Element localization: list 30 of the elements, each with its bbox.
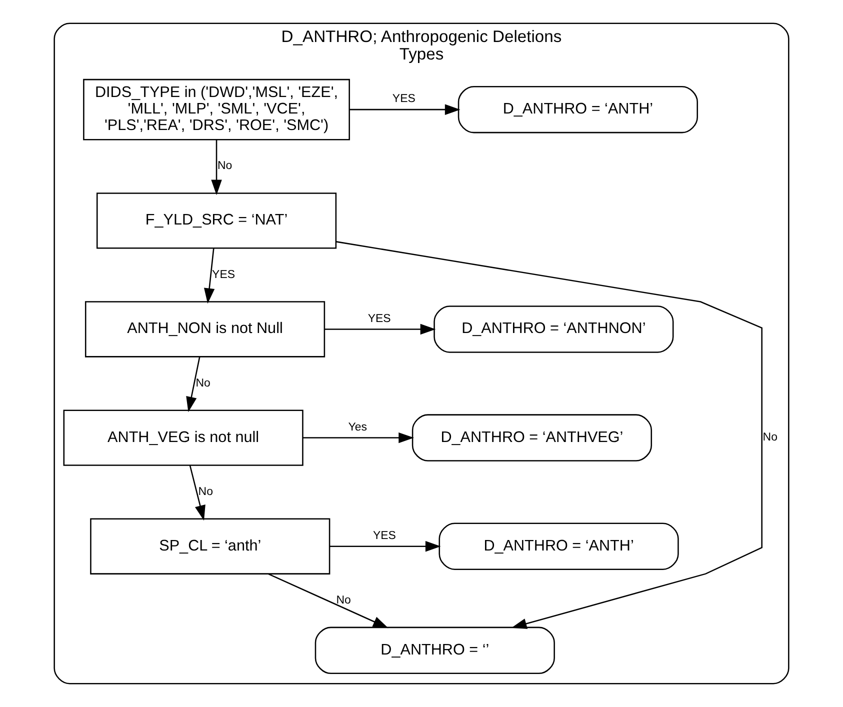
node-box: D_ANTHRO = ‘ANTH’ xyxy=(458,86,698,134)
edge-label: YES xyxy=(368,312,391,325)
arrow xyxy=(186,356,200,412)
edge-label: No xyxy=(762,432,778,444)
arrow xyxy=(302,432,414,444)
arrow xyxy=(324,324,436,335)
arrow xyxy=(204,248,215,304)
edge-label: YES xyxy=(392,93,416,106)
node-box: D_ANTHRO = ‘ANTHNON’ xyxy=(434,306,674,353)
edge-label: No xyxy=(217,160,232,172)
arrow xyxy=(211,140,222,196)
edge-label: No xyxy=(196,377,210,390)
arrow xyxy=(189,465,206,521)
arrow xyxy=(330,540,441,552)
node-box: D_ANTHRO = ‘ANTHVEG’ xyxy=(412,414,652,462)
edge-label: Yes xyxy=(348,421,368,434)
node-box: F_YLD_SRC = ‘NAT’ xyxy=(96,192,337,249)
node-box: ANTH_VEG is not null xyxy=(63,410,304,466)
arrow xyxy=(268,573,388,628)
edge-label: No xyxy=(336,594,351,606)
edge-label: YES xyxy=(372,530,396,542)
node-box: DIDS_TYPE in ('DWD','MSL', 'EZE', 'MLL', 'MLP', 'SML', 'VCE', 'PLS','REA', 'DRS', 'ROE', 'SMC') xyxy=(83,78,350,140)
node-box: D_ANTHRO = ‘ANTH’ xyxy=(438,522,679,570)
edge-label: YES xyxy=(212,268,236,281)
arrow xyxy=(336,241,762,629)
arrow xyxy=(350,104,460,115)
node-box: SP_CL = ‘anth’ xyxy=(90,518,330,574)
edge-label: No xyxy=(198,486,214,498)
node-box: ANTH_NON is not Null xyxy=(84,301,326,358)
node-box: D_ANTHRO = ‘’ xyxy=(314,626,555,674)
